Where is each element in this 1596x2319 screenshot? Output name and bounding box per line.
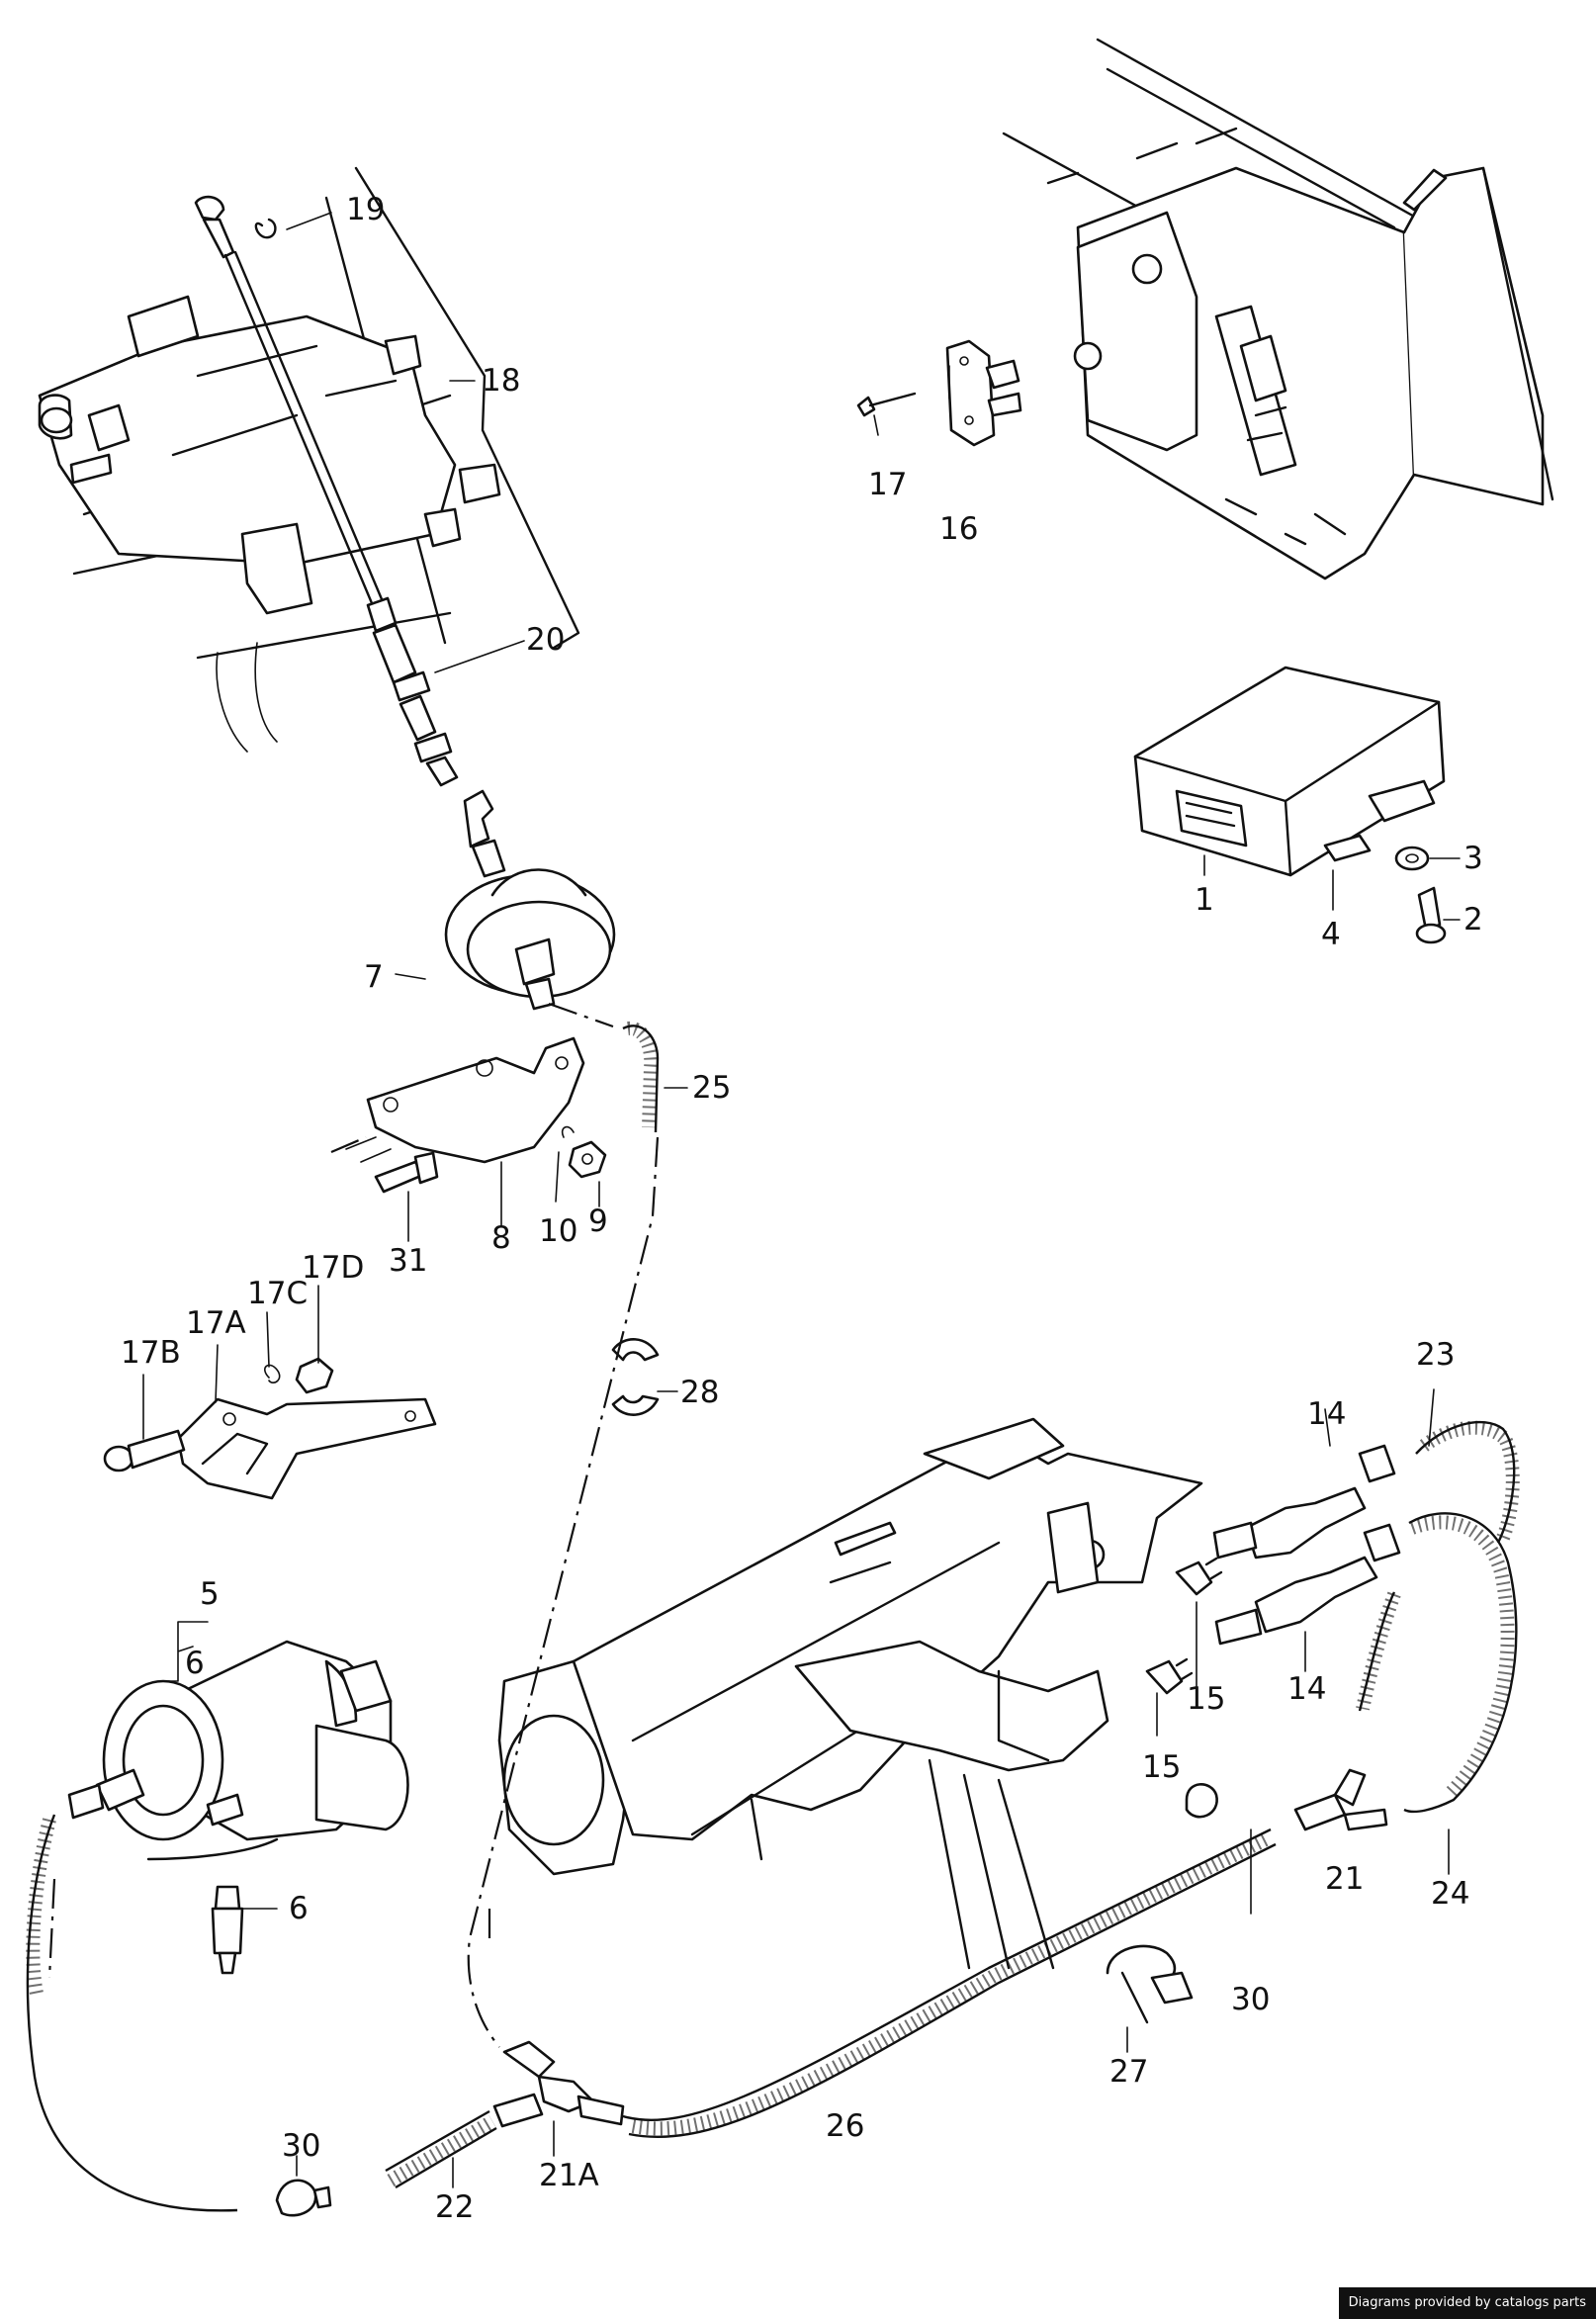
callout-15-upper: 15 bbox=[1187, 1681, 1225, 1717]
hose-25 bbox=[622, 1022, 660, 1133]
callout-6-plug: 6 bbox=[289, 1891, 309, 1926]
clamp-30-upper bbox=[1185, 1783, 1218, 1819]
bracket-17A bbox=[176, 1397, 437, 1500]
hose-22 bbox=[385, 2109, 497, 2189]
callout-17C: 17C bbox=[247, 1276, 308, 1311]
clamp-28 bbox=[611, 1338, 660, 1416]
bracket-18 bbox=[354, 166, 580, 650]
callout-17: 17 bbox=[868, 467, 907, 502]
callout-2: 2 bbox=[1463, 902, 1483, 937]
washer-3 bbox=[1394, 846, 1430, 871]
control-unit-1 bbox=[1133, 666, 1446, 877]
valve-14-upper bbox=[1212, 1444, 1396, 1560]
t-piece-21A bbox=[492, 2040, 625, 2128]
callout-14-upper: 14 bbox=[1307, 1396, 1346, 1432]
bolt-31 bbox=[374, 1151, 439, 1194]
callout-15-lower: 15 bbox=[1142, 1749, 1181, 1785]
callout-19: 19 bbox=[346, 192, 385, 227]
callout-8: 8 bbox=[491, 1220, 511, 1256]
callout-6-pump: 6 bbox=[185, 1646, 205, 1681]
callout-10: 10 bbox=[539, 1213, 577, 1249]
screw-2 bbox=[1415, 886, 1447, 944]
valve-14-lower bbox=[1214, 1523, 1401, 1646]
t-piece-21 bbox=[1293, 1768, 1388, 1831]
callout-23: 23 bbox=[1416, 1337, 1455, 1373]
callout-25: 25 bbox=[692, 1070, 731, 1106]
callout-14-lower: 14 bbox=[1287, 1671, 1326, 1707]
callout-1: 1 bbox=[1195, 882, 1214, 918]
callout-27: 27 bbox=[1109, 2054, 1148, 2090]
nut-17D bbox=[295, 1357, 334, 1394]
vacuum-unit-7 bbox=[444, 789, 616, 1011]
callout-3: 3 bbox=[1463, 841, 1483, 876]
callout-22: 22 bbox=[435, 2189, 474, 2225]
callout-4: 4 bbox=[1321, 917, 1341, 952]
switch-15-upper bbox=[1175, 1557, 1223, 1596]
callout-7: 7 bbox=[364, 959, 384, 995]
callout-20: 20 bbox=[526, 622, 565, 658]
callout-26: 26 bbox=[826, 2108, 864, 2144]
diagram-credit: Diagrams provided by catalogs parts bbox=[1338, 2287, 1596, 2319]
relay-16 bbox=[945, 339, 1022, 447]
dipstick-tube bbox=[223, 250, 459, 787]
callout-17D: 17D bbox=[302, 1250, 364, 1286]
callout-30-lower: 30 bbox=[282, 2128, 320, 2164]
callout-30-upper: 30 bbox=[1231, 1982, 1270, 2017]
callout-17B: 17B bbox=[121, 1335, 181, 1371]
callout-16: 16 bbox=[939, 511, 978, 547]
callout-28: 28 bbox=[680, 1375, 719, 1410]
callout-21: 21 bbox=[1325, 1861, 1364, 1897]
nut-9 bbox=[568, 1140, 607, 1179]
hose-27 bbox=[1106, 1944, 1194, 2024]
hose-23 bbox=[1415, 1420, 1520, 1544]
callout-5: 5 bbox=[200, 1576, 220, 1612]
clip-10 bbox=[561, 1125, 575, 1138]
callout-9: 9 bbox=[588, 1204, 608, 1239]
spark-plug-6 bbox=[211, 1885, 244, 1975]
callout-31: 31 bbox=[389, 1243, 427, 1279]
hose-24 bbox=[1356, 1512, 1518, 1814]
circlip-19 bbox=[254, 218, 277, 239]
screw-17 bbox=[856, 392, 917, 417]
callout-21A: 21A bbox=[539, 2158, 599, 2193]
bolt-17B bbox=[103, 1429, 186, 1472]
clip-17C bbox=[264, 1364, 281, 1384]
bracket-8 bbox=[345, 1036, 585, 1164]
clamp-30-lower bbox=[275, 2179, 332, 2217]
hose-pump-return bbox=[26, 1814, 238, 2212]
hose-26 bbox=[622, 1828, 1277, 2138]
callout-17A: 17A bbox=[186, 1305, 246, 1341]
callout-24: 24 bbox=[1431, 1876, 1469, 1912]
vacuum-pump-5 bbox=[67, 1640, 409, 1861]
intake-manifold bbox=[497, 1417, 1203, 1970]
switch-15-lower bbox=[1145, 1657, 1194, 1695]
callout-18: 18 bbox=[482, 363, 520, 399]
engine-block bbox=[38, 196, 501, 753]
dipstick-handle bbox=[194, 195, 235, 259]
dashboard-housing bbox=[1002, 38, 1554, 580]
